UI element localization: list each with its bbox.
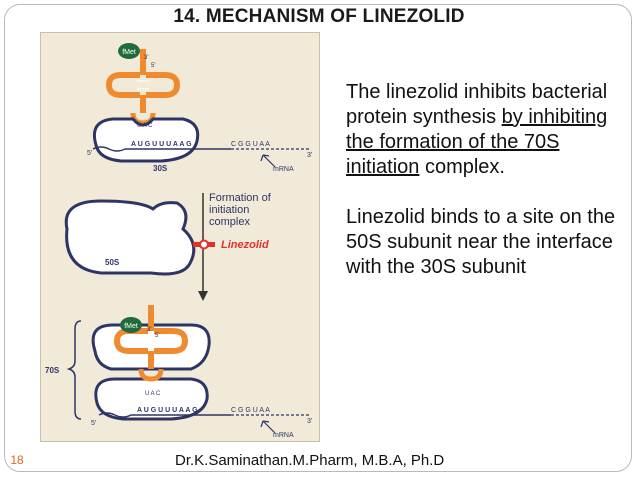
mrna-5-prime-bottom: 5' [91,420,96,427]
step-label-line1: Formation of [209,192,272,204]
label-70s: 70S [45,366,60,375]
mrna-3-prime-bottom: 3' [307,418,312,425]
mrna-3-prime-top: 3' [307,152,312,159]
codons-end-bottom: C G G U A A [231,407,270,414]
paragraph-binding-site: Linezolid binds to a site on the 50S sub… [346,206,616,278]
anticodon-label: U A C [137,123,153,129]
drug-label: Linezolid [221,239,269,251]
label-50s: 50S [105,258,120,267]
process-arrow-head [198,291,208,301]
five-prime-label: 5' [151,63,155,69]
complex-30s-shape [94,377,209,421]
mechanism-diagram: fMet 3' 5' U A C 5' A U G U U U A A G C … [40,32,320,442]
codons-end-top: C G G U A A [231,141,270,148]
fmet-badge [118,43,140,59]
fmet-label: fMet [122,49,136,56]
bracket-70s [66,320,82,420]
label-30s: 30S [153,164,168,173]
para1-tail: complex. [419,156,505,178]
complex-70s-group: fMet 3' 5' U A C 70S 5' A U G U U U A A … [45,305,312,439]
slide-frame [4,4,632,472]
inhibition-block-icon [199,239,209,250]
para1-plain: The linezolid inhibits bacterial protein… [346,81,608,128]
initiation-30s-group: fMet 3' 5' U A C 5' A U G U U U A A G C … [87,43,312,173]
five-prime-label-bottom: 5' [155,333,159,339]
subunit-50s-shape [64,199,196,276]
body-text: The linezolid inhibits bacterial protein… [346,80,616,280]
step-label-line3: complex [209,216,250,228]
mrna-label-bottom: mRNA [273,432,294,439]
codons-bottom: A U G U U U A A G [137,407,198,414]
mrna-label-top: mRNA [273,166,294,173]
para1-underline-2: initiation [346,156,420,178]
anticodon-label-bottom: U A C [145,391,161,397]
three-prime-label-bottom: 3' [147,327,151,333]
fmet-badge-bottom [120,317,142,333]
fmet-label-bottom: fMet [124,323,138,330]
slide-title: 14. MECHANISM OF LINEZOLID [173,6,465,27]
mrna-5-prime-top: 5' [87,150,92,157]
footer-author: Dr.K.Saminathan.M.Pharm, M.B.A, Ph.D [175,452,445,469]
inhibition-50s-group: 50S Formation of initiation complex Line… [64,192,272,301]
para1-underline-1: by inhibiting the formation of the 70S [346,106,608,153]
paragraph-mechanism: The linezolid inhibits bacterial protein… [346,80,616,180]
step-label-line2: initiation [209,204,249,216]
trna-icon [109,49,177,123]
three-prime-label: 3' [144,55,148,61]
codons-top: A U G U U U A A G [131,141,192,148]
page-number: 18 [10,453,24,467]
